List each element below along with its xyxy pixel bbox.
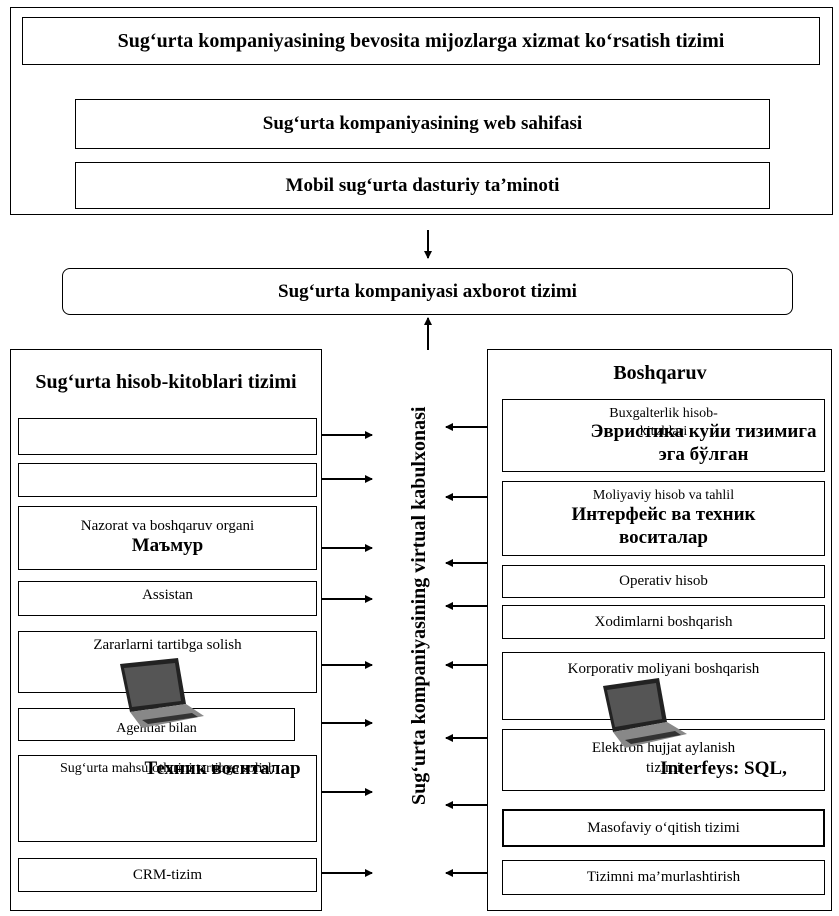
left-item-empty-1 <box>18 418 317 455</box>
right-item-distance-learning: Masofaviy o‘qitish tizimi <box>502 809 825 847</box>
right-item-operative: Operativ hisob <box>502 565 825 598</box>
virtual-reception-label: Sug‘urta kompaniyasining virtual kabulxo… <box>408 406 430 805</box>
right-panel-title: Boshqaruv <box>613 361 707 384</box>
laptop-icon <box>603 678 687 748</box>
right-item-corporate-finance: Korporativ moliyani boshqarish <box>502 652 825 720</box>
right-item-accounting: Buxgalterlik hisob-kitoblari Эвристика к… <box>502 399 825 472</box>
central-information-system: Sug‘urta kompaniyasi axborot tizimi <box>62 268 793 315</box>
left-item-crm: CRM-tizim <box>18 858 317 892</box>
laptop-icon <box>120 658 204 728</box>
right-item-financial: Moliyaviy hisob va tahlil Интерфейс ва т… <box>502 481 825 556</box>
left-panel-title: Sug‘urta hisob-kitoblari tizimi <box>35 370 297 393</box>
left-item-control-body: Nazorat va boshqaruv organi Маъмур <box>18 506 317 570</box>
web-page-box: Sug‘urta kompaniyasining web sahifasi <box>75 99 770 149</box>
left-item-empty-2 <box>18 463 317 497</box>
left-item-products: Sug‘urta mahsulotlarini tartibga solish … <box>18 755 317 842</box>
top-panel-title: Sug‘urta kompaniyasining bevosita mijozl… <box>22 17 820 65</box>
left-item-assistant: Assistan <box>18 581 317 616</box>
mobile-software-box: Mobil sug‘urta dasturiy ta’minoti <box>75 162 770 209</box>
right-item-hr: Xodimlarni boshqarish <box>502 605 825 639</box>
right-item-system-admin: Tizimni ma’murlashtirish <box>502 860 825 895</box>
